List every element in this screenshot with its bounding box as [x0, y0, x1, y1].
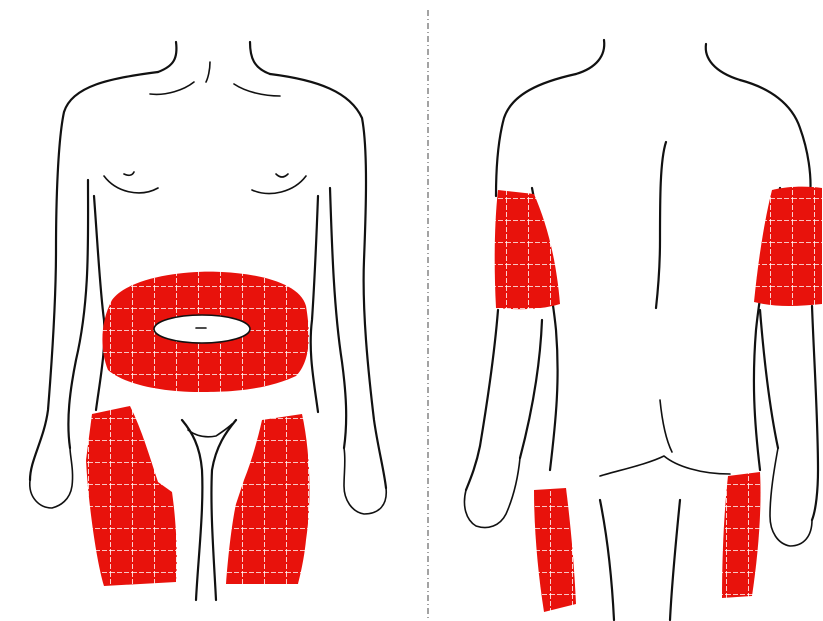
front-torso-right	[311, 196, 318, 412]
back-leg-inner-left	[600, 500, 614, 620]
back-right-arm-inner	[760, 310, 778, 448]
abdomen-zone	[102, 272, 308, 392]
back-gluteal-fold	[600, 456, 730, 476]
front-nipple-left	[124, 172, 134, 175]
back-right-upper-arm-zone	[754, 187, 822, 306]
front-left-thigh-zone	[86, 406, 177, 586]
front-neck-left	[158, 42, 176, 72]
front-right-thigh-zone	[226, 414, 309, 584]
front-chest-right	[252, 176, 306, 194]
front-right-arm-inner	[330, 188, 346, 448]
back-right-thigh-zone	[722, 472, 761, 598]
front-collarbone-left	[150, 82, 194, 94]
front-chest-left	[104, 176, 158, 193]
back-left-upper-arm-zone	[495, 190, 560, 309]
back-gluteal-cleft	[660, 400, 672, 452]
front-neck-right	[250, 42, 270, 74]
back-shoulder-left	[496, 74, 576, 196]
back-left-hand	[464, 458, 520, 528]
front-left-hand	[30, 448, 73, 508]
front-view	[30, 42, 386, 600]
back-shoulder-right	[740, 80, 811, 196]
back-neck-right	[706, 44, 740, 80]
back-left-thigh-zone	[534, 488, 576, 612]
back-right-hand	[770, 448, 812, 546]
back-view	[464, 40, 822, 620]
front-sternum-notch	[206, 62, 210, 82]
front-collarbone-right	[234, 84, 280, 96]
front-torso-left	[94, 196, 104, 410]
back-left-arm-outer	[466, 310, 498, 490]
back-spine	[656, 142, 666, 308]
back-right-arm-outer	[812, 306, 818, 520]
back-leg-inner-right	[670, 500, 680, 620]
front-leg-inner-left	[182, 420, 202, 600]
front-nipple-right	[276, 174, 288, 177]
back-left-arm-inner	[520, 320, 542, 458]
front-left-arm-inner	[68, 180, 88, 448]
back-neck-left	[576, 40, 604, 74]
